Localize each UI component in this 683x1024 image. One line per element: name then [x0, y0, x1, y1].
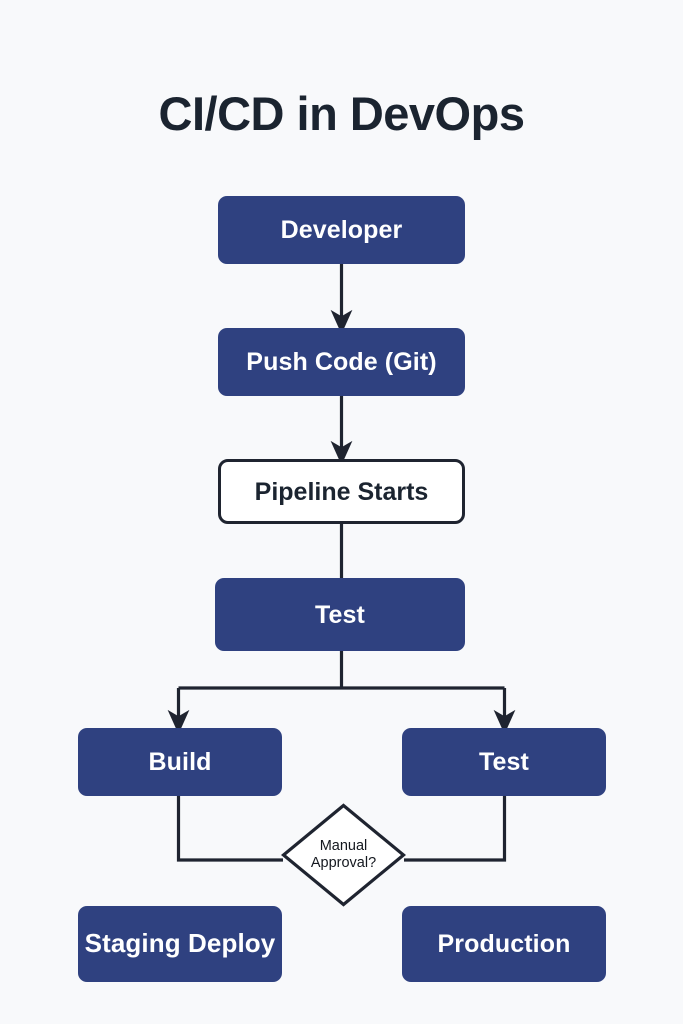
node-developer-label: Developer: [280, 216, 403, 244]
node-pipeline-starts-label: Pipeline Starts: [254, 477, 429, 506]
node-production-label: Production: [437, 930, 571, 958]
page-title: CI/CD in DevOps: [158, 87, 525, 140]
node-push-code[interactable]: Push Code (Git): [218, 328, 465, 396]
node-developer[interactable]: Developer: [218, 196, 465, 264]
node-manual-approval-label: Manual Approval?: [310, 837, 377, 871]
edge-test-branch-to-decision: [404, 796, 507, 862]
node-staging-deploy-label: Staging Deploy: [84, 928, 276, 959]
node-staging-deploy[interactable]: Staging Deploy: [78, 906, 282, 982]
node-manual-approval-decision[interactable]: Manual Approval?: [281, 803, 406, 907]
node-production[interactable]: Production: [402, 906, 606, 982]
node-push-code-label: Push Code (Git): [246, 348, 437, 376]
node-test-main-label: Test: [315, 600, 365, 629]
node-build[interactable]: Build: [78, 728, 282, 796]
node-test-main[interactable]: Test: [215, 578, 465, 651]
diamond-shape: [281, 803, 406, 907]
node-test-branch[interactable]: Test: [402, 728, 606, 796]
node-pipeline-starts[interactable]: Pipeline Starts: [218, 459, 465, 524]
node-build-label: Build: [148, 748, 212, 776]
edge-build-to-decision: [176, 796, 283, 862]
node-test-branch-label: Test: [479, 748, 529, 776]
